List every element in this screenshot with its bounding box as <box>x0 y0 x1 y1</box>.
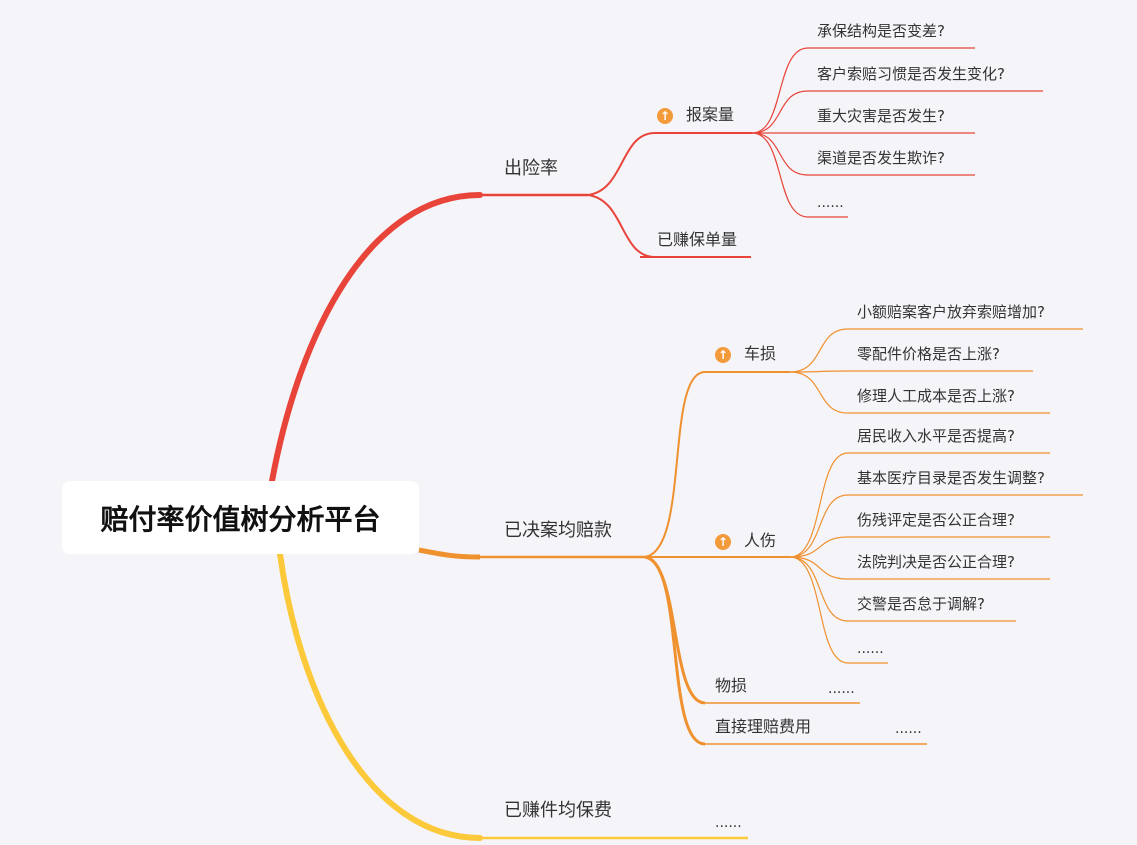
node-avg-earned-premium[interactable]: 已赚件均保费 <box>504 800 612 821</box>
connectors-vehicle-items <box>789 328 849 414</box>
leaf-vehicle-item-1[interactable]: 小额赔案客户放弃索赔增加? <box>857 303 1045 321</box>
arrow-up-icon: ↑ <box>657 108 673 124</box>
leaf-expense-ellipsis[interactable]: ...... <box>895 721 922 737</box>
root-node[interactable]: 赔付率价值树分析平台 <box>62 481 419 554</box>
connectors-report-items <box>751 47 809 218</box>
leaf-report-item-2[interactable]: 客户索赔习惯是否发生变化? <box>817 65 1005 83</box>
leaf-injury-item-5[interactable]: 交警是否怠于调解? <box>857 595 985 613</box>
node-direct-expense[interactable]: 直接理赔费用 <box>715 717 812 736</box>
leaf-premium-ellipsis[interactable]: ...... <box>715 815 742 831</box>
node-injury[interactable]: 人伤 <box>744 531 777 550</box>
connector-avg-claim-vehicle <box>644 371 706 558</box>
node-property-damage[interactable]: 物损 <box>715 676 748 695</box>
connectors-injury-items <box>789 452 849 664</box>
root-title: 赔付率价值树分析平台 <box>100 502 381 536</box>
leaf-injury-item-3[interactable]: 伤残评定是否公正合理? <box>857 511 1015 529</box>
connector-root-claim-rate <box>269 192 483 484</box>
node-earned-policies[interactable]: 已赚保单量 <box>657 230 738 249</box>
node-report-volume[interactable]: 报案量 <box>686 105 735 124</box>
leaf-vehicle-item-3[interactable]: 修理人工成本是否上涨? <box>857 387 1015 405</box>
leaf-injury-item-2[interactable]: 基本医疗目录是否发生调整? <box>857 469 1045 487</box>
leaf-report-item-4[interactable]: 渠道是否发生欺诈? <box>817 149 945 167</box>
connector-root-avg-premium <box>277 551 483 841</box>
node-claim-rate[interactable]: 出险率 <box>504 158 558 179</box>
connector-claim-rate-earned <box>587 194 656 258</box>
leaf-injury-item-1[interactable]: 居民收入水平是否提高? <box>857 427 1015 445</box>
node-avg-claim-paid[interactable]: 已决案均赔款 <box>504 520 612 541</box>
leaf-report-item-3[interactable]: 重大灾害是否发生? <box>817 107 945 125</box>
connector-claim-rate-report <box>587 132 656 196</box>
leaf-report-item-1[interactable]: 承保结构是否变差? <box>817 22 945 40</box>
arrow-up-icon: ↑ <box>715 534 731 550</box>
underlines-report-items <box>808 47 1043 218</box>
leaf-report-item-5[interactable]: ...... <box>817 195 844 211</box>
leaf-injury-item-4[interactable]: 法院判决是否公正合理? <box>857 553 1015 571</box>
connector-root-avg-claim <box>418 547 481 560</box>
leaf-injury-item-6[interactable]: ...... <box>857 641 884 657</box>
node-vehicle-damage[interactable]: 车损 <box>744 344 777 363</box>
arrow-up-icon: ↑ <box>715 347 731 363</box>
underlines-vehicle-items <box>848 328 1083 414</box>
connector-avg-claim-property <box>644 555 706 705</box>
leaf-vehicle-item-2[interactable]: 零配件价格是否上涨? <box>857 345 1000 363</box>
leaf-property-ellipsis[interactable]: ...... <box>828 681 855 697</box>
underlines-injury-items <box>848 452 1083 664</box>
connector-avg-claim-expense <box>644 555 706 746</box>
